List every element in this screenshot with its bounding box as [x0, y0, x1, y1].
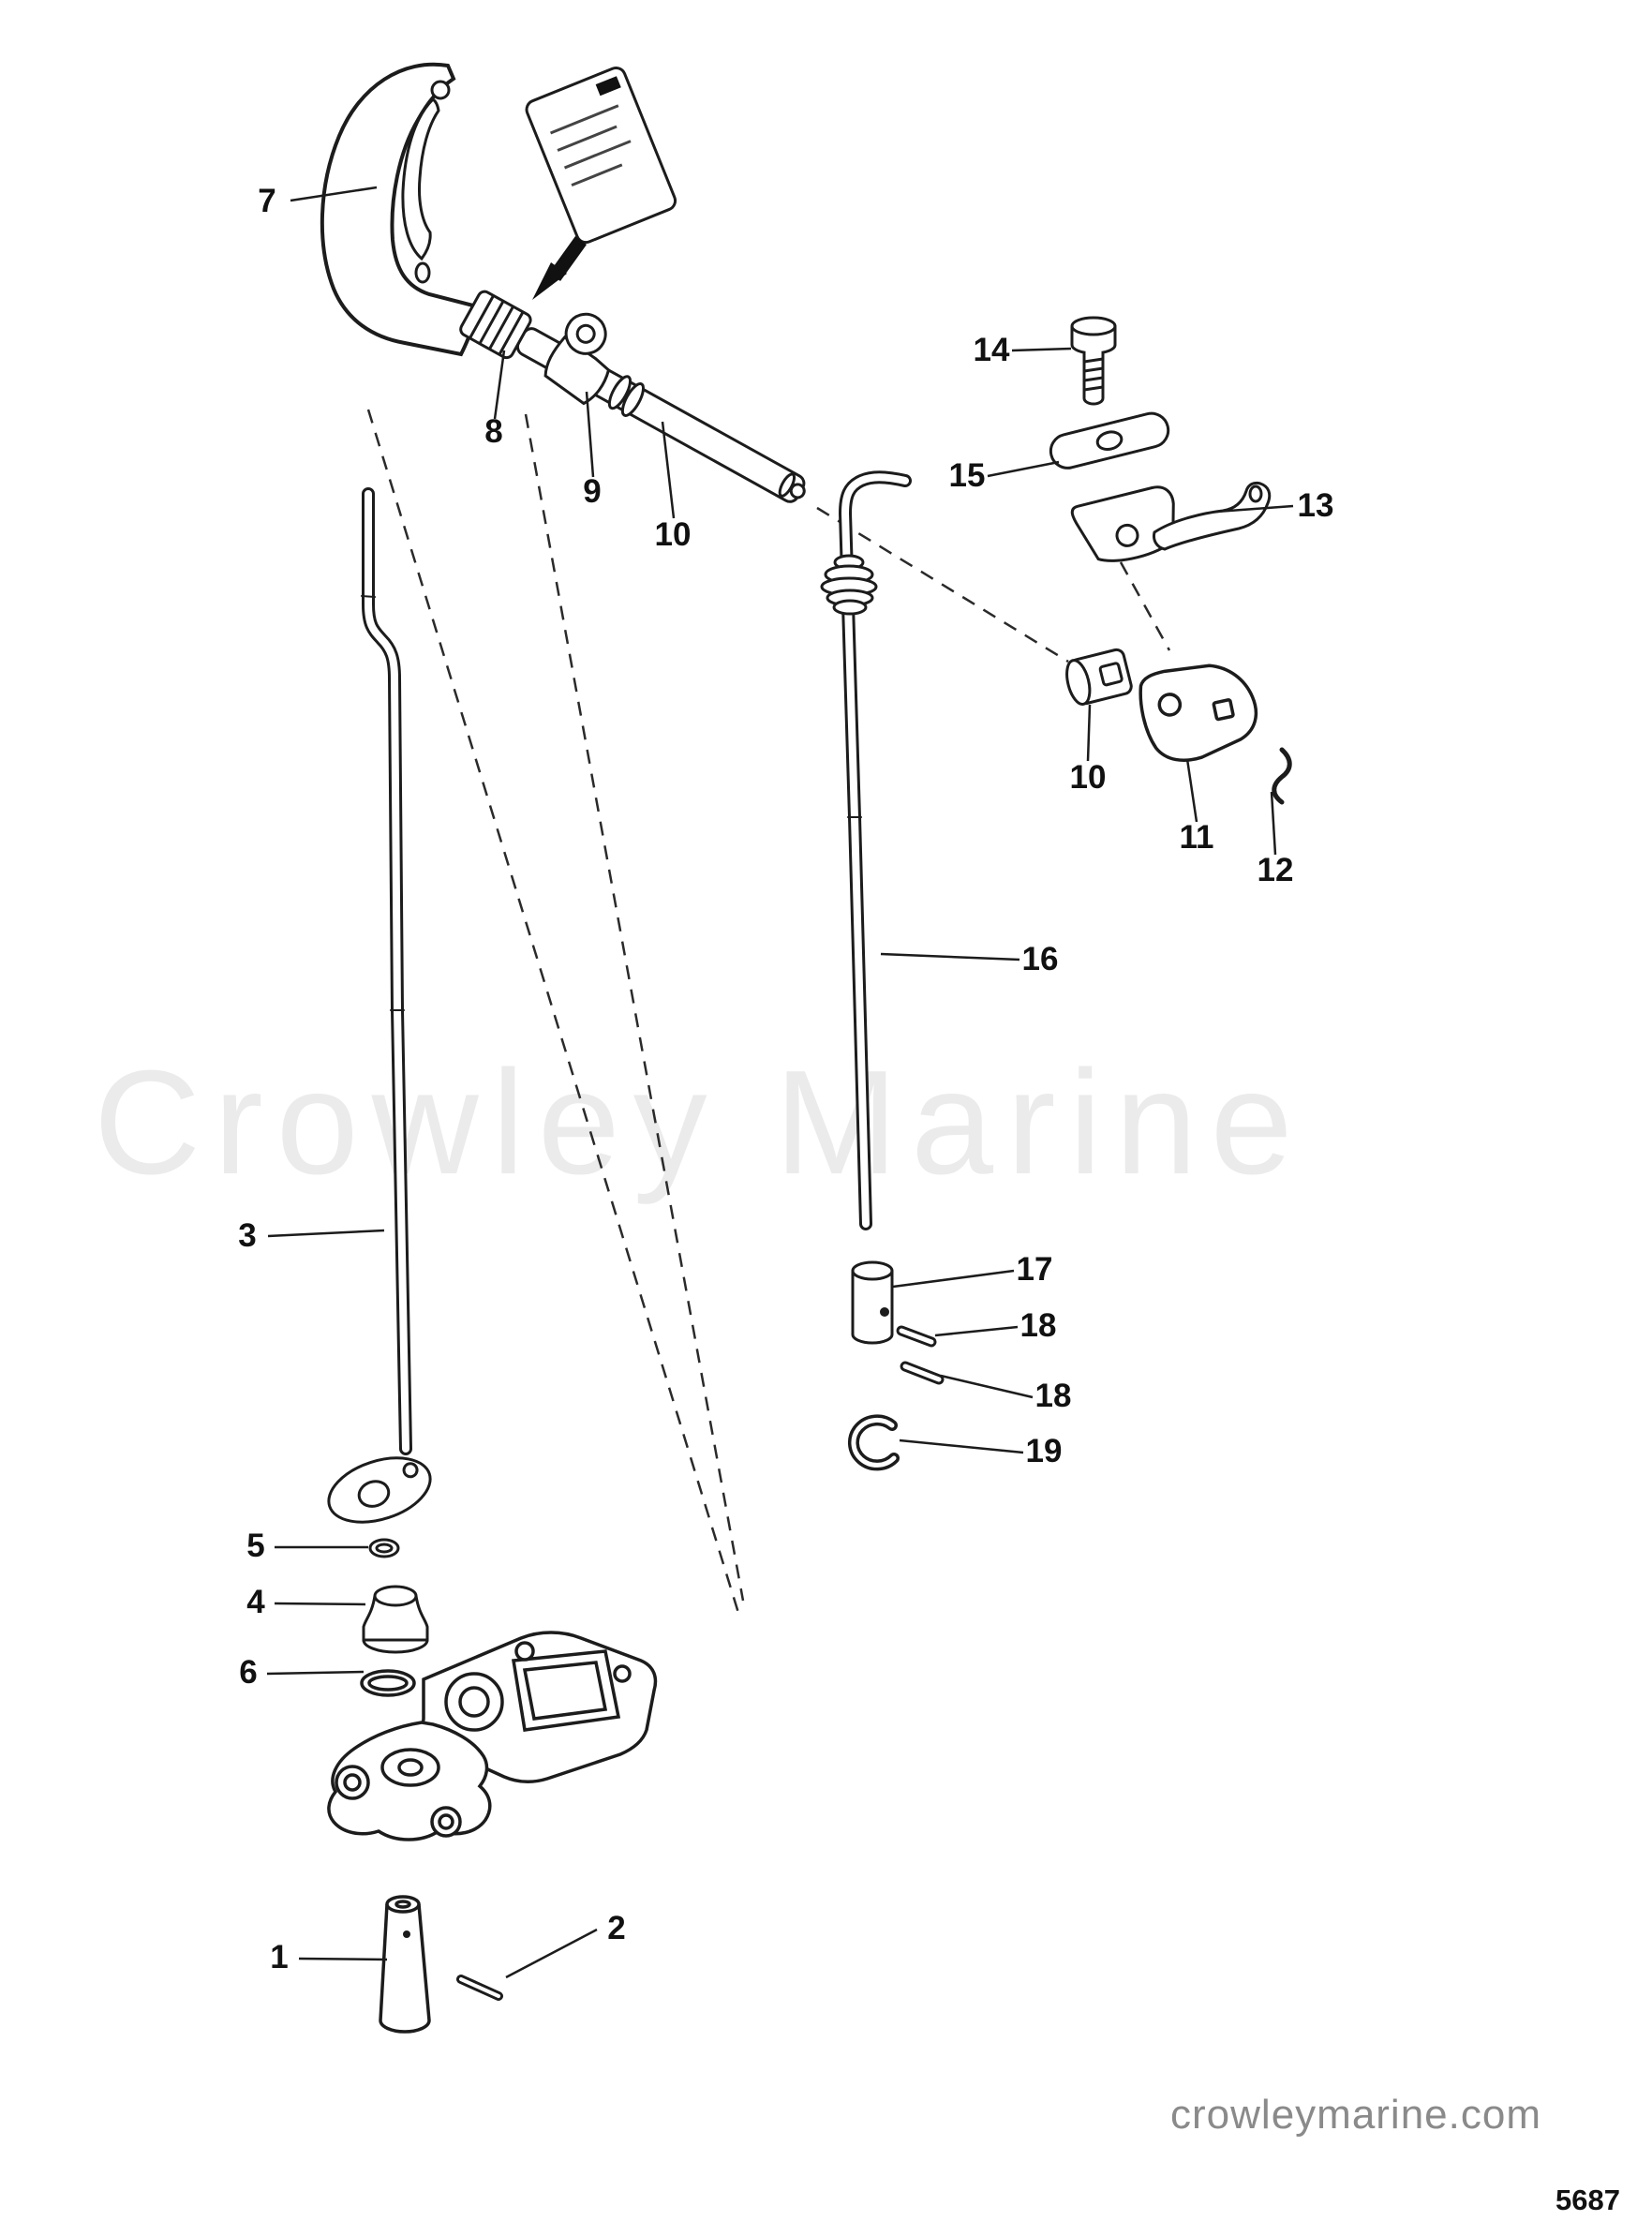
callout-label-7: 7	[258, 183, 275, 219]
clamp-plate-part-15	[1049, 411, 1170, 470]
pin-part-2	[456, 1975, 503, 2001]
bushing-part-4	[362, 1585, 429, 1654]
callout-label-13: 13	[1298, 487, 1334, 524]
pin-part-18b	[900, 1361, 945, 1385]
o-ring-part-5	[368, 1538, 400, 1558]
o-ring-part-6	[360, 1669, 416, 1697]
watermark-text: Crowley Marine	[94, 1040, 1306, 1205]
throttle-rod-part-16	[838, 470, 912, 1230]
callout-label-4: 4	[246, 1584, 265, 1620]
clip-part-12	[1272, 747, 1292, 805]
clevis-part-9	[543, 312, 611, 406]
page-number: 5687	[1555, 2184, 1620, 2216]
instruction-decal	[525, 66, 677, 300]
e-clip-part-19	[847, 1414, 900, 1471]
shift-cam-part-11	[1139, 663, 1258, 762]
site-credit-text: crowleymarine.com	[1170, 2092, 1541, 2138]
callout-label-1: 1	[270, 1939, 288, 1975]
alignment-dashed-lines	[366, 409, 1171, 1614]
callout-label-3: 3	[238, 1217, 256, 1254]
rod-grommet-part	[820, 554, 878, 616]
bushing-part-10b	[1065, 648, 1133, 706]
bushing-part-8	[459, 290, 532, 360]
callout-leader-lines	[266, 186, 1294, 1979]
bolt-part-14	[1070, 316, 1117, 406]
callout-label-5: 5	[246, 1528, 264, 1564]
callout-label-2: 2	[607, 1910, 625, 1946]
callout-label-11: 11	[1180, 819, 1214, 856]
coupler-part-17	[851, 1260, 894, 1345]
callout-label-10b: 10	[1070, 759, 1107, 796]
shift-rod-part-3	[361, 487, 412, 1455]
callout-label-14: 14	[974, 332, 1010, 368]
callout-label-9: 9	[583, 473, 601, 510]
callout-labels: 7 8 9 10 14 15 13 10 11 12 3 16 17 18 18…	[238, 183, 1333, 1975]
pin-part-18a	[896, 1325, 937, 1348]
callout-label-12: 12	[1258, 852, 1294, 888]
callout-label-19: 19	[1026, 1433, 1063, 1469]
shift-handle-part	[320, 62, 476, 357]
callout-label-18b: 18	[1035, 1378, 1072, 1414]
decal-arrow-icon	[532, 236, 587, 300]
callout-label-15: 15	[949, 457, 986, 494]
handle-grip-part-1	[379, 1895, 431, 2034]
callout-label-16: 16	[1022, 941, 1059, 977]
callout-label-10a: 10	[655, 516, 692, 553]
retainer-plate-part	[1070, 485, 1175, 562]
callout-label-18a: 18	[1020, 1307, 1057, 1344]
callout-label-17: 17	[1017, 1251, 1053, 1288]
callout-label-6: 6	[239, 1654, 257, 1691]
throttle-shaft-assembly	[459, 290, 806, 503]
lower-housing-part	[327, 1631, 658, 1841]
gasket-plate-part	[327, 1456, 432, 1524]
callout-label-8: 8	[484, 413, 502, 450]
